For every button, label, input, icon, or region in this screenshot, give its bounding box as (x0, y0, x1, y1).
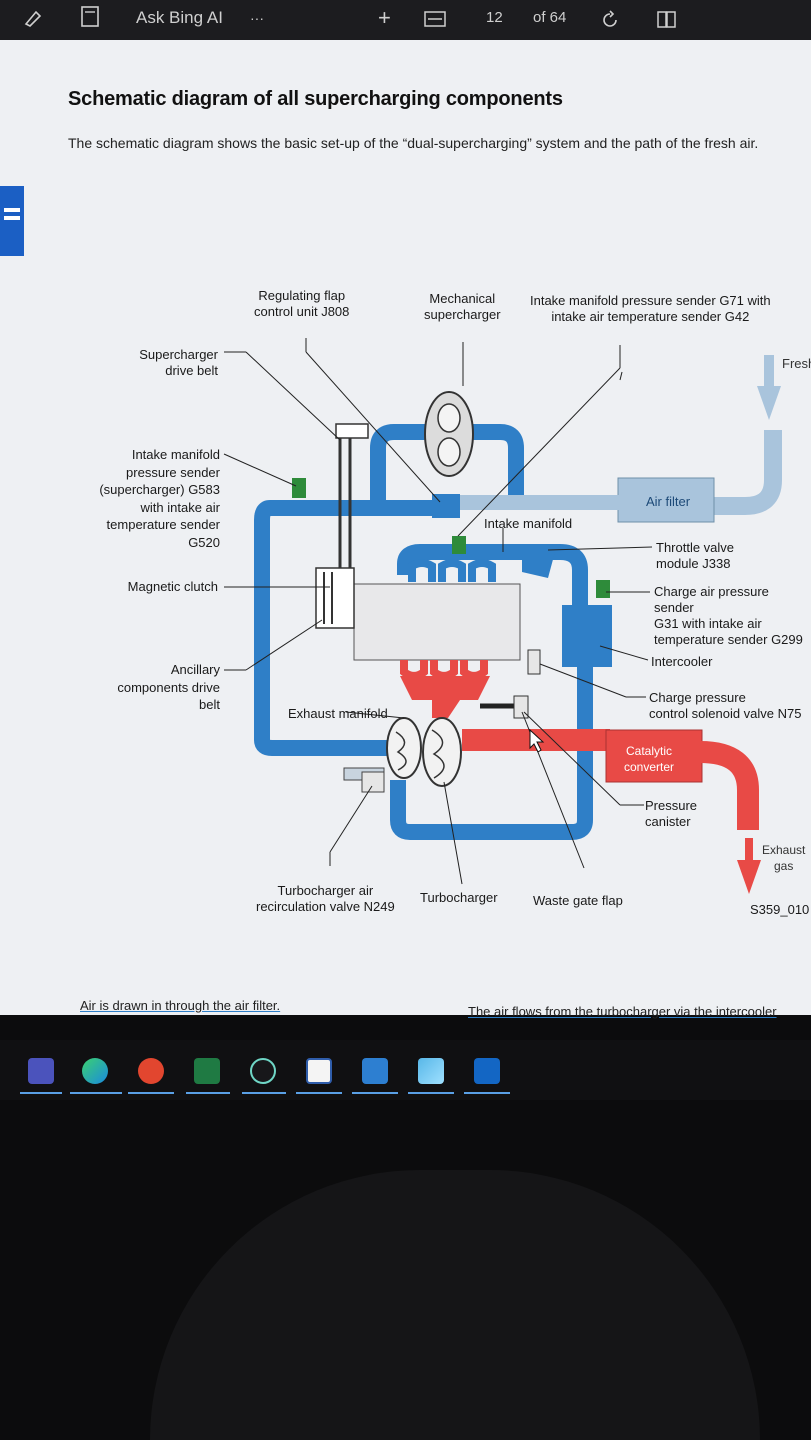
sensors (292, 478, 610, 598)
label-intake-manifold: Intake manifold (484, 516, 573, 531)
teams-icon[interactable] (28, 1058, 54, 1084)
notes-indicator (296, 1092, 342, 1094)
label-throttle-valve: Throttle valve module J338 (656, 540, 735, 571)
excel-icon[interactable] (194, 1058, 220, 1084)
snip-icon[interactable] (250, 1058, 276, 1084)
page-number-input[interactable]: 12 (486, 9, 503, 26)
intake-runners (408, 559, 496, 582)
two-page-icon[interactable] (654, 8, 680, 32)
label-intake-pressure-sender-g71: Intake manifold pressure sender G71 with… (530, 293, 771, 324)
footer-left-text: Air is drawn in through the air filter. (80, 998, 281, 1013)
add-button[interactable]: + (378, 5, 391, 30)
mouse-cursor-icon (529, 728, 545, 753)
browser-indicator (128, 1092, 174, 1094)
outlook-icon[interactable] (474, 1058, 500, 1084)
label-supercharger-drive-belt: Supercharger drive belt (139, 347, 218, 378)
page-title: Schematic diagram of all supercharging c… (68, 88, 563, 110)
turbocharger-drawing (386, 717, 462, 787)
document-page (0, 40, 811, 1015)
footer-right-text: The air flows from the turbocharger via … (468, 1004, 777, 1019)
more-menu-button[interactable]: ··· (250, 10, 264, 26)
label-catalytic-converter: Catalytic converter (624, 744, 675, 774)
ask-bing-button[interactable]: Ask Bing AI (136, 8, 223, 27)
page-view-icon[interactable] (78, 4, 102, 30)
photos-icon[interactable] (418, 1058, 444, 1084)
teams-indicator (20, 1092, 62, 1094)
label-exhaust-manifold: Exhaust manifold (288, 706, 388, 721)
belt-drawing (315, 423, 369, 629)
label-intake-sender-g583: Intake manifold pressure sender (superch… (99, 447, 220, 550)
fit-width-icon[interactable] (422, 8, 448, 30)
engine-block (353, 583, 521, 661)
label-charge-air-sender-g31: Charge air pressure sender G31 with inta… (654, 584, 803, 647)
label-pressure-canister: Pressure canister (645, 798, 698, 829)
label-turbocharger: Turbocharger (420, 890, 498, 905)
photos-indicator (408, 1092, 454, 1094)
excel-indicator (186, 1092, 230, 1094)
browser-icon[interactable] (138, 1058, 164, 1084)
label-air-filter: Air filter (646, 494, 691, 509)
label-exhaust-gas: Exhaust gas (762, 843, 806, 873)
label-fresh: Fresh (782, 356, 811, 371)
pdf-toolbar: Ask Bing AI ··· + 12 of 64 (0, 0, 811, 40)
edge-icon[interactable] (82, 1058, 108, 1084)
mechanical-supercharger-drawing (424, 391, 474, 477)
label-magnetic-clutch: Magnetic clutch (127, 579, 218, 594)
edge-indicator (70, 1092, 122, 1094)
label-waste-gate-flap: Waste gate flap (533, 893, 623, 908)
label-charge-pressure-valve-n75: Charge pressure control solenoid valve N… (649, 690, 802, 721)
label-intercooler: Intercooler (651, 654, 713, 669)
pressure-canister (513, 695, 529, 719)
label-recirculation-valve-n249: Turbocharger air recirculation valve N24… (256, 883, 395, 914)
n75-valve (527, 649, 541, 675)
files-indicator (352, 1092, 398, 1094)
figure-id: S359_010 (750, 902, 810, 917)
label-regulating-flap: Regulating flap control unit J808 (254, 288, 350, 319)
outlook-indicator (464, 1092, 510, 1094)
notes-icon[interactable] (306, 1058, 332, 1084)
side-panel-tab[interactable] (0, 186, 24, 256)
page-total: of 64 (533, 9, 567, 26)
rotate-icon[interactable] (598, 8, 622, 32)
fresh-air-path (458, 355, 782, 523)
files-icon[interactable] (362, 1058, 388, 1084)
intro-paragraph: The schematic diagram shows the basic se… (68, 135, 759, 151)
taskbar (0, 1040, 811, 1100)
exhaust-path (400, 660, 761, 894)
monitor-stand-shadow (150, 1170, 760, 1440)
draw-icon[interactable] (22, 6, 46, 30)
label-mechanical-supercharger: Mechanical supercharger (424, 291, 501, 322)
charged-air-path (254, 424, 612, 840)
supercharging-schematic (223, 338, 782, 894)
snip-indicator (242, 1092, 286, 1094)
label-ancillary-belt: Ancillary components drive belt (117, 662, 220, 712)
